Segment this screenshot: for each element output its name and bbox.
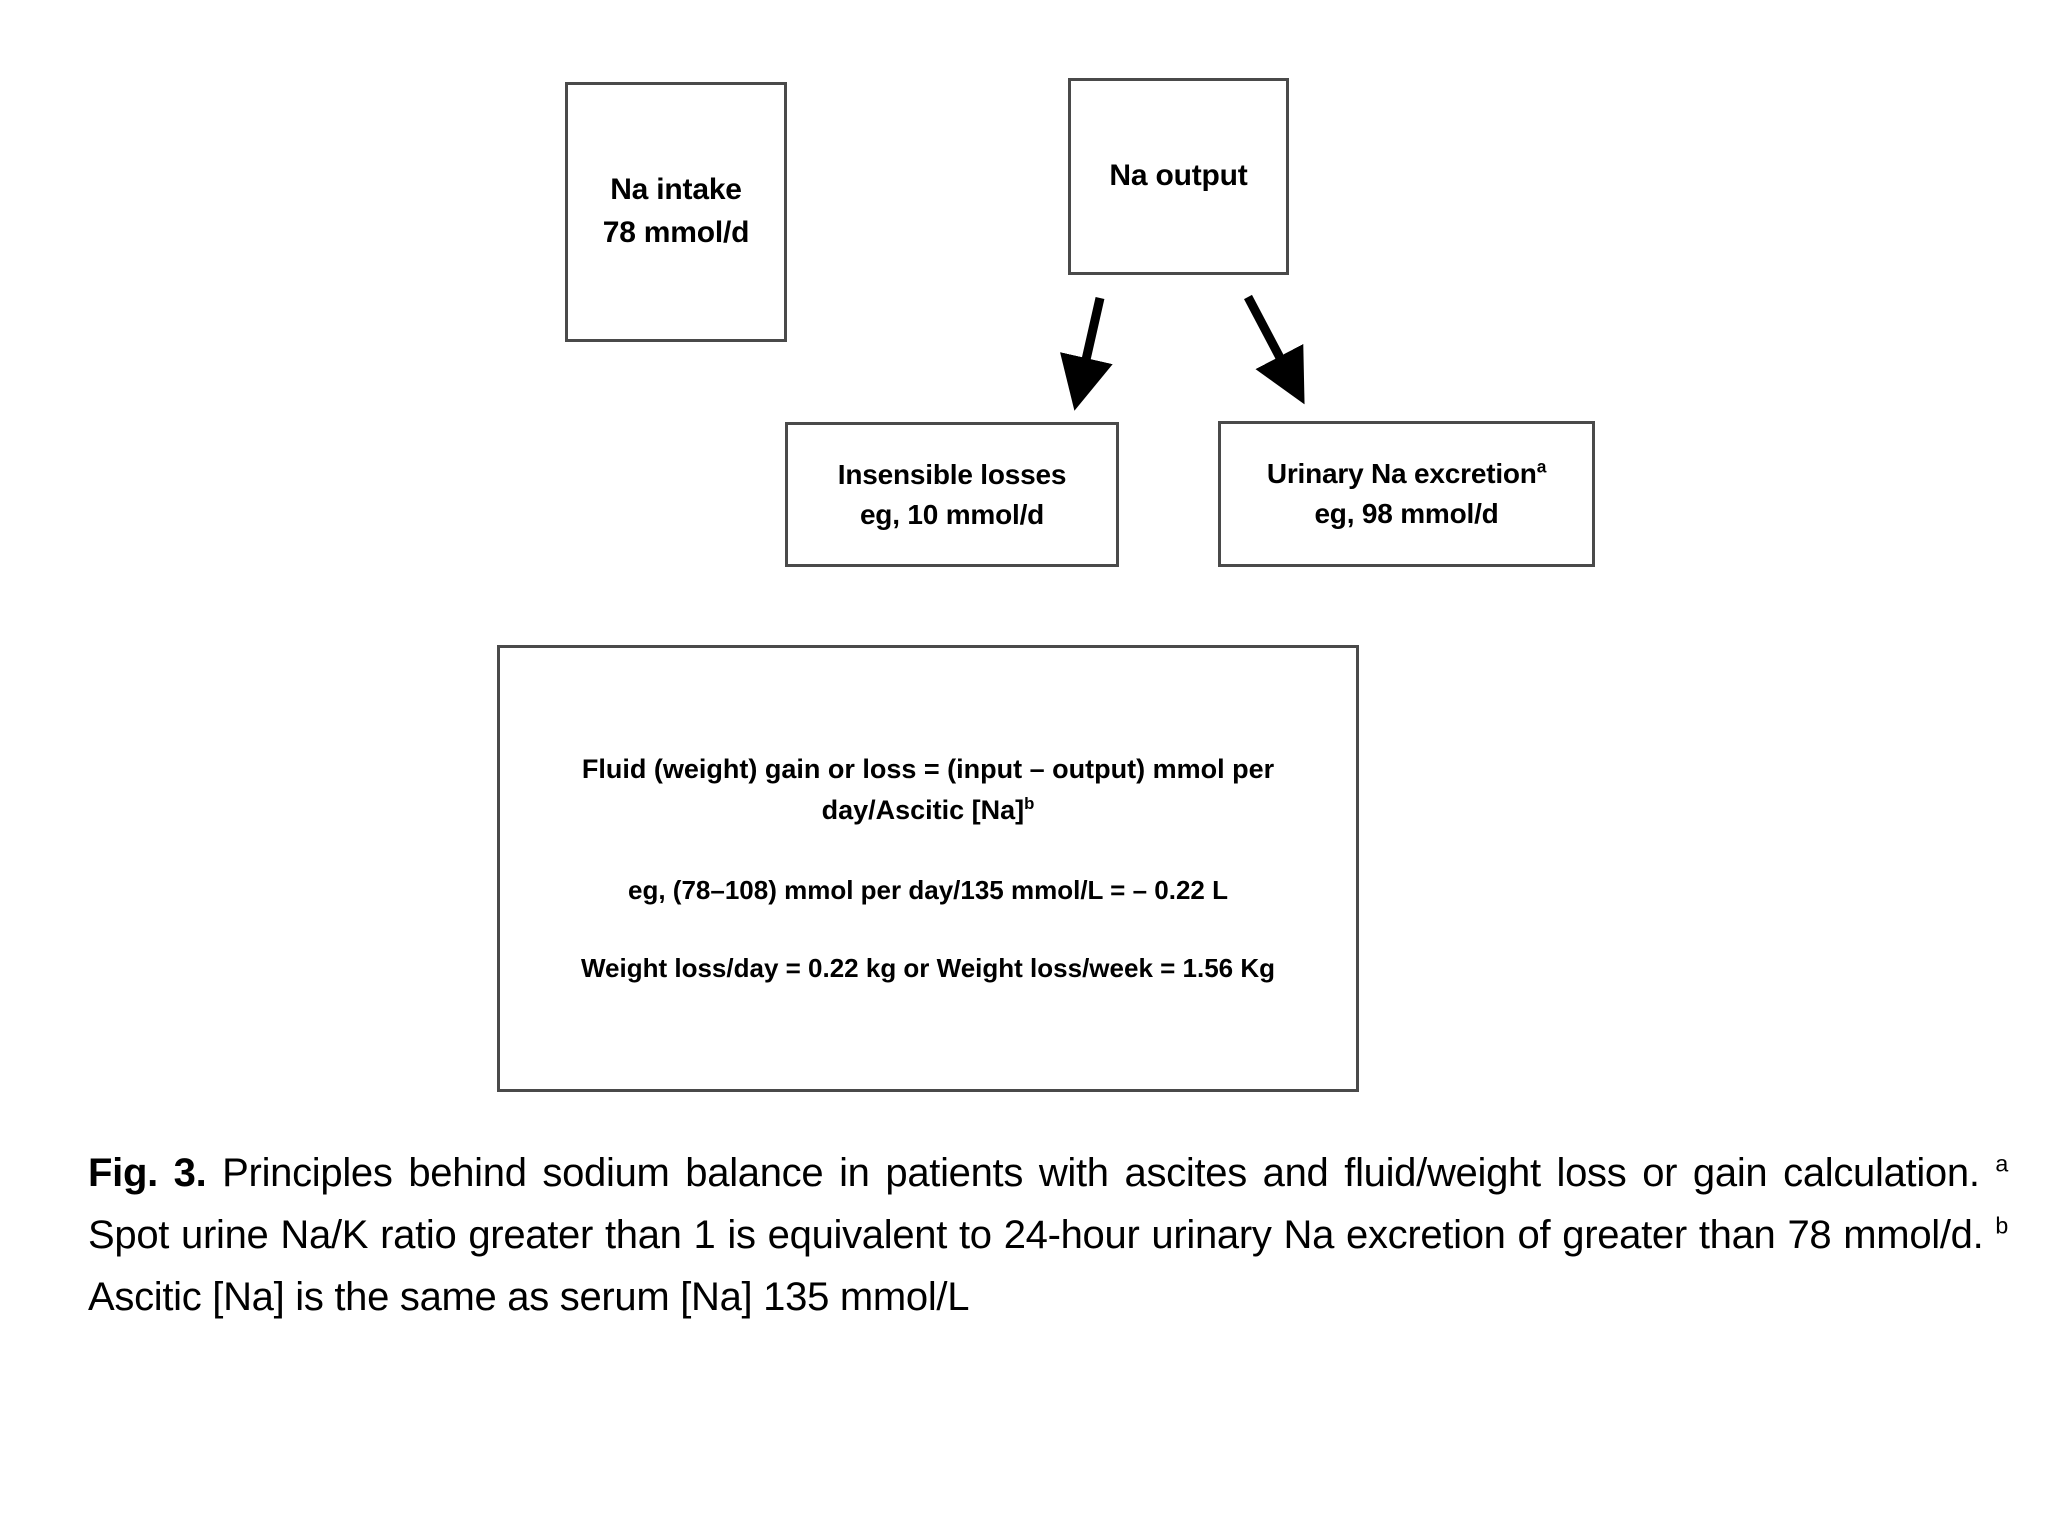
node-na-intake-line-1: Na intake <box>610 173 742 207</box>
figure-caption-part-2: Spot urine Na/K ratio greater than 1 is … <box>88 1213 1996 1257</box>
caption-footnote-marker-a: a <box>1995 1150 2008 1177</box>
node-insensible-losses: Insensible losses eg, 10 mmol/d <box>785 422 1119 567</box>
formula-line-3: Weight loss/day = 0.22 kg or Weight loss… <box>580 953 1276 983</box>
arrow-output-to-urinary <box>1244 294 1305 405</box>
figure-caption-part-3: Ascitic [Na] is the same as serum [Na] 1… <box>88 1275 970 1319</box>
figure-caption-part-1: Principles behind sodium balance in pati… <box>206 1151 1996 1195</box>
arrow-output-to-insensible <box>1060 297 1113 411</box>
caption-footnote-marker-b: b <box>1995 1212 2008 1239</box>
footnote-marker-a: a <box>1536 456 1547 477</box>
node-na-intake: Na intake 78 mmol/d <box>565 82 787 342</box>
node-urinary-na-excretion-line-2: eg, 98 mmol/d <box>1314 498 1499 529</box>
figure-caption: Fig. 3. Principles behind sodium balance… <box>88 1142 2008 1328</box>
node-na-output: Na output <box>1068 78 1289 275</box>
node-na-intake-line-2: 78 mmol/d <box>602 216 750 249</box>
formula-line-1-text: Fluid (weight) gain or loss = (input – o… <box>581 754 1275 825</box>
node-insensible-losses-line-2: eg, 10 mmol/d <box>859 498 1045 530</box>
node-na-output-line-1: Na output <box>1109 159 1248 193</box>
node-urinary-na-excretion: Urinary Na excretiona eg, 98 mmol/d <box>1218 421 1595 567</box>
formula-box: Fluid (weight) gain or loss = (input – o… <box>497 645 1359 1092</box>
node-urinary-na-excretion-line-1: Urinary Na excretiona <box>1266 454 1547 494</box>
footnote-marker-b: b <box>1024 793 1035 813</box>
formula-line-1: Fluid (weight) gain or loss = (input – o… <box>528 749 1328 830</box>
formula-line-2: eg, (78–108) mmol per day/135 mmol/L = –… <box>628 875 1228 906</box>
node-urinary-label-text: Urinary Na excretion <box>1266 458 1537 490</box>
node-insensible-losses-line-1: Insensible losses <box>837 458 1067 490</box>
figure-caption-label: Fig. 3. <box>88 1151 207 1195</box>
